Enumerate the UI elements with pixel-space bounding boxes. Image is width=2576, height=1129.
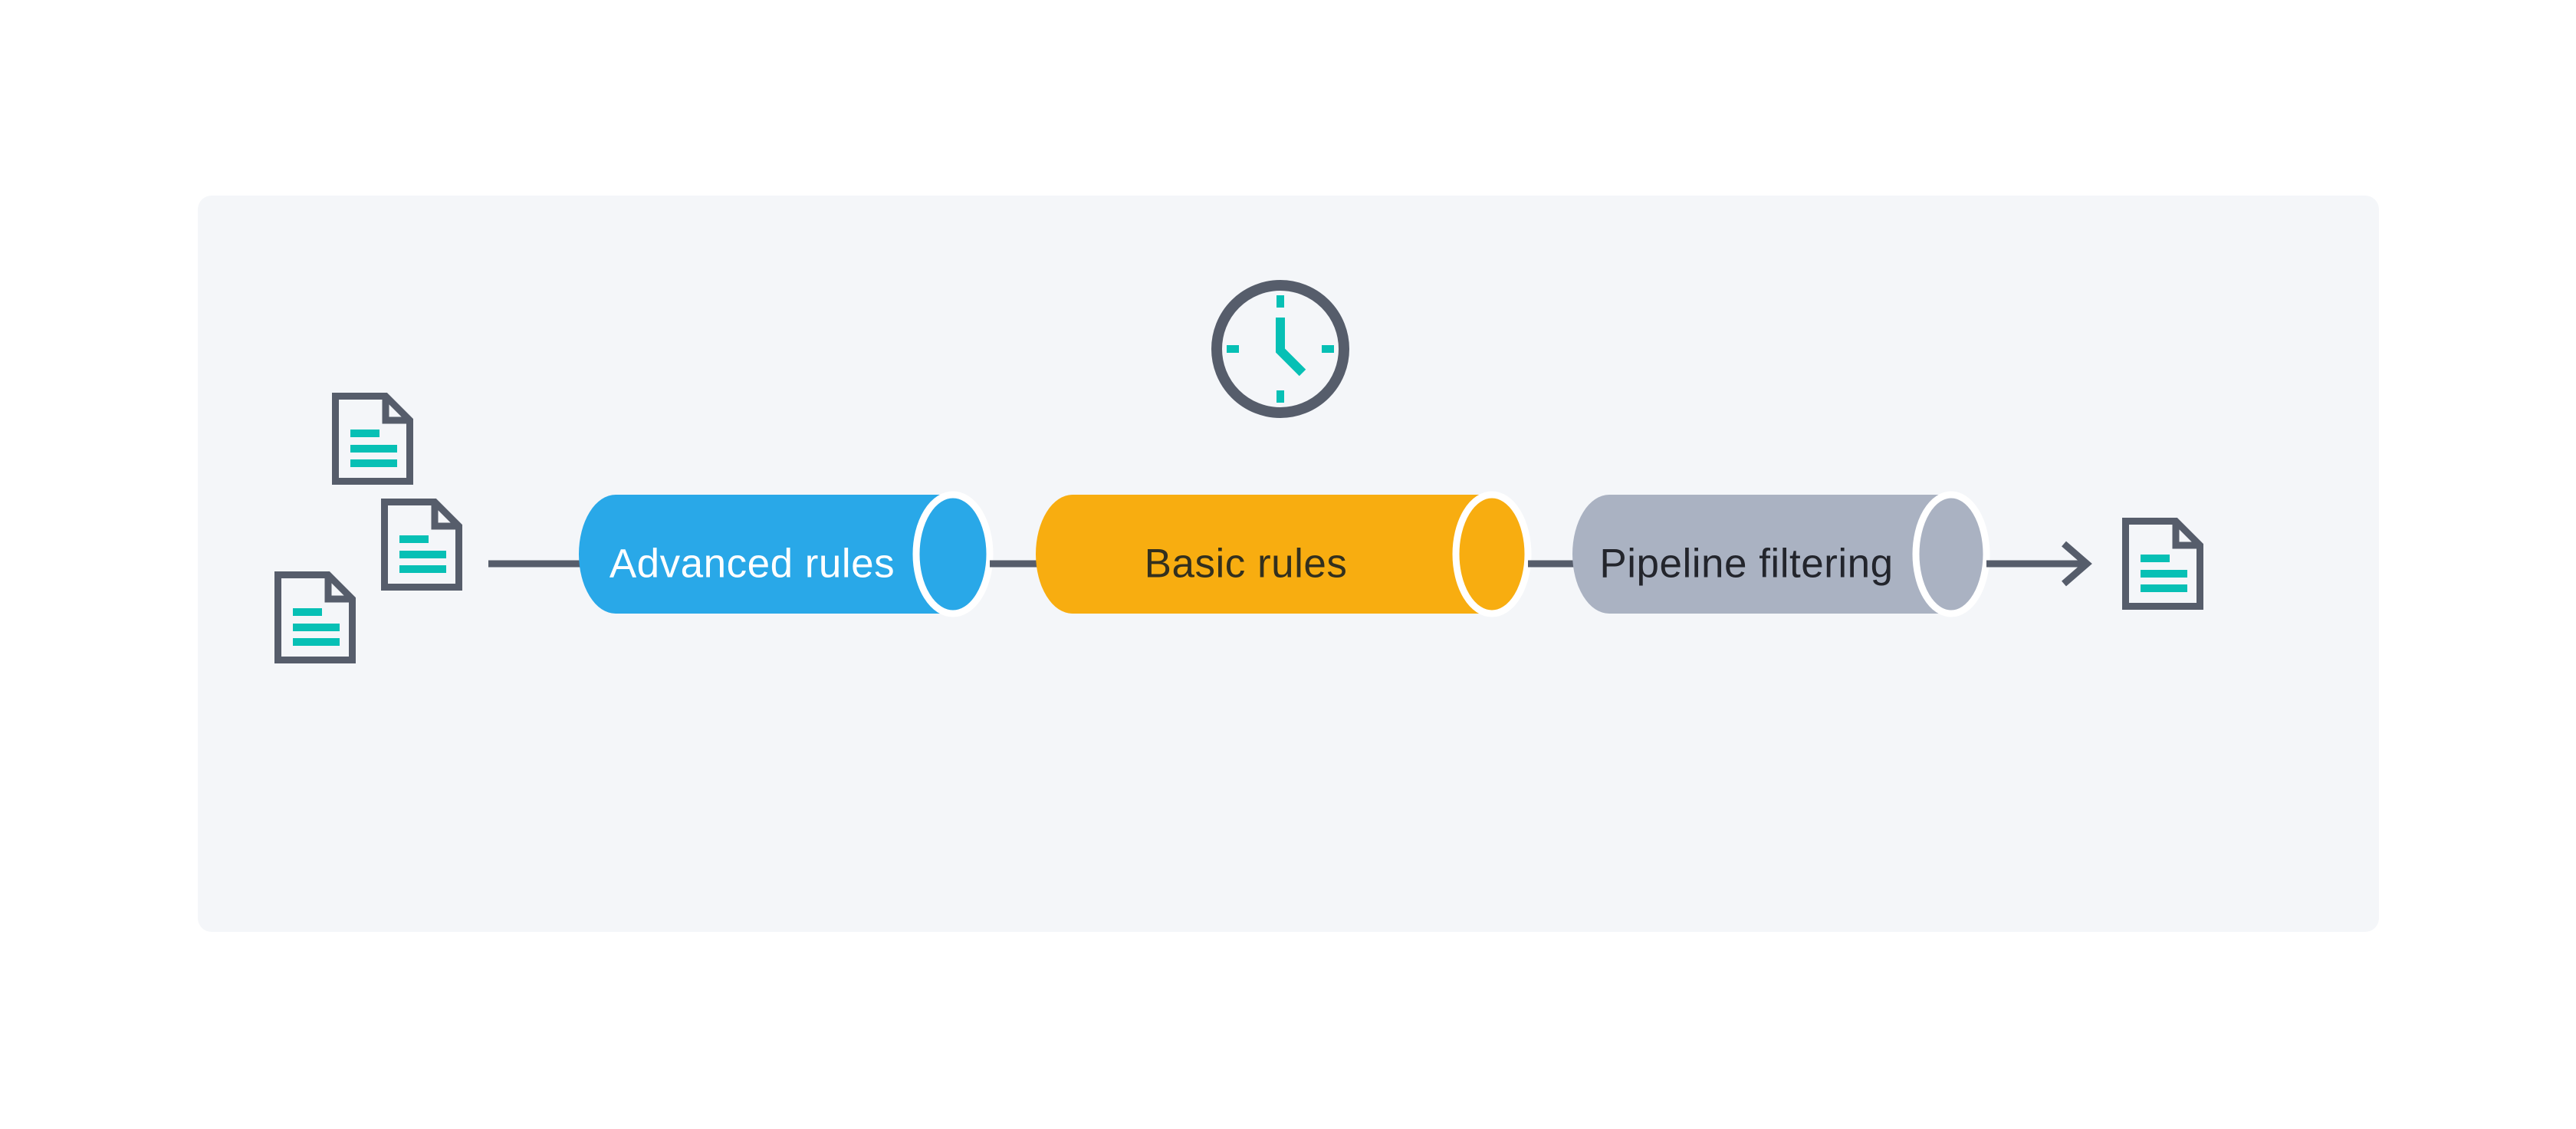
document-icon (2126, 522, 2200, 607)
cylinder-cap (912, 491, 994, 617)
clock-icon (1211, 280, 1349, 418)
stage-label: Advanced rules (610, 541, 895, 587)
clock-ring (1211, 280, 1349, 418)
stage-label: Pipeline filtering (1599, 541, 1893, 587)
cylinder-body (1036, 495, 1492, 614)
clock-tick-3 (1322, 345, 1334, 353)
cylinder-body (579, 495, 953, 614)
stage-pipeline-filtering: Pipeline filtering (1572, 491, 1990, 617)
clock-tick-9 (1227, 345, 1239, 353)
stage-label: Basic rules (1145, 541, 1348, 587)
stage-basic-rules: Basic rules (1036, 491, 1532, 617)
clock-tick-12 (1276, 295, 1284, 308)
cylinder-body (1572, 495, 1951, 614)
clock-tick-6 (1276, 390, 1284, 403)
cylinder-cap (1452, 491, 1532, 617)
clock-hands (1276, 318, 1306, 377)
right-arrow-icon (1986, 541, 2092, 587)
document-icon (278, 575, 353, 660)
arrow-head (2062, 541, 2092, 587)
stage-advanced-rules: Advanced rules (579, 491, 994, 617)
document-icon (385, 502, 459, 588)
document-icon (336, 397, 410, 482)
cylinder-cap (1912, 491, 1990, 617)
